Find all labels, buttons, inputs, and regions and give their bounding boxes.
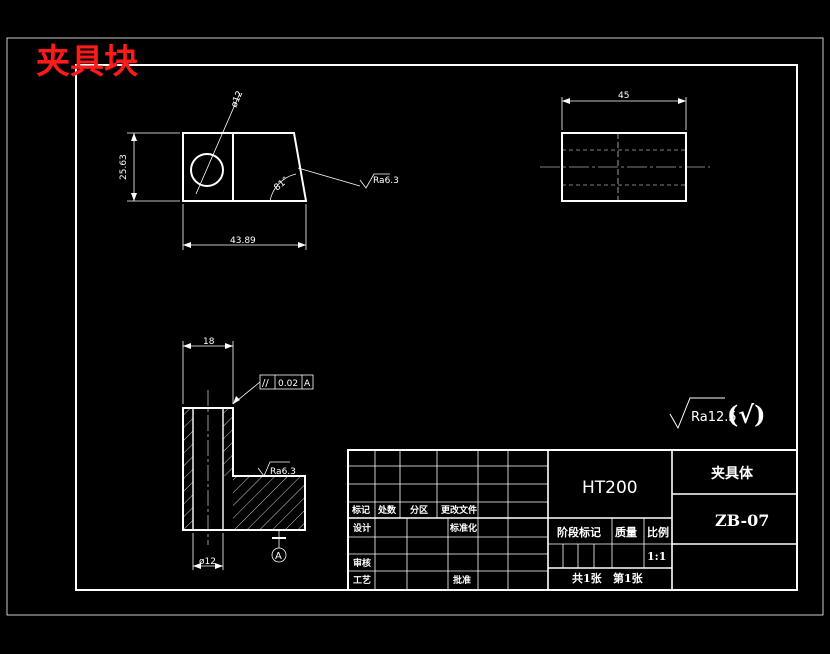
view-section bbox=[182, 341, 725, 570]
tb-approve: 批准 bbox=[453, 574, 471, 586]
tb-mark: 标记 bbox=[351, 504, 370, 516]
view-top-right bbox=[540, 97, 710, 202]
dim-angle: 81° bbox=[273, 175, 292, 193]
tolerance-symbol: // bbox=[262, 378, 269, 389]
section-hatch-left bbox=[183, 408, 193, 530]
tb-stage-mark: 阶段标记 bbox=[557, 525, 601, 539]
tb-part-name: 夹具体 bbox=[711, 465, 754, 482]
dim-arrows-section bbox=[183, 343, 240, 569]
tb-scale-value: 1:1 bbox=[647, 550, 666, 563]
tb-standardize: 标准化 bbox=[449, 522, 477, 534]
outer-frame bbox=[6, 37, 824, 616]
tb-drawing-number: ZB-07 bbox=[715, 511, 769, 530]
section-hatch-right bbox=[223, 408, 233, 476]
dim-front-width: 18 bbox=[203, 337, 215, 347]
title-block bbox=[347, 449, 798, 591]
roughness-general: Ra12.5 bbox=[691, 410, 737, 425]
tb-design: 设计 bbox=[353, 522, 371, 534]
tb-change-doc: 更改文件 bbox=[441, 504, 477, 516]
tb-scale-label: 比例 bbox=[647, 525, 669, 539]
dim-height: 25.63 bbox=[119, 154, 129, 180]
tb-count: 处数 bbox=[377, 504, 397, 516]
datum-label: A bbox=[275, 551, 282, 562]
dim-length: 45 bbox=[618, 91, 629, 101]
tb-process: 工艺 bbox=[353, 574, 371, 586]
dim-arrows-right bbox=[562, 98, 686, 104]
tb-weight: 质量 bbox=[615, 525, 637, 539]
dim-arrows-top bbox=[131, 133, 306, 248]
tb-sheets-total: 共1张 bbox=[572, 571, 603, 585]
drawing-title: 夹具块 bbox=[36, 42, 138, 82]
dim-bottom-diameter: ø12 bbox=[199, 557, 216, 567]
tolerance-datum: A bbox=[304, 379, 311, 389]
tb-material: HT200 bbox=[582, 478, 638, 498]
view-top-left bbox=[127, 92, 390, 250]
tb-review: 审核 bbox=[353, 557, 371, 569]
dim-diameter-top: ø12 bbox=[230, 90, 246, 110]
roughness-slant: Ra6.3 bbox=[373, 176, 399, 186]
tb-sheet-no: 第1张 bbox=[613, 571, 644, 585]
tb-zone: 分区 bbox=[410, 504, 428, 516]
tolerance-value: 0.02 bbox=[278, 379, 298, 389]
roughness-step: Ra6.3 bbox=[270, 467, 296, 477]
section-hatch-body bbox=[233, 476, 305, 530]
dim-width: 43.89 bbox=[230, 236, 256, 246]
roughness-general-suffix: (√) bbox=[727, 400, 765, 429]
